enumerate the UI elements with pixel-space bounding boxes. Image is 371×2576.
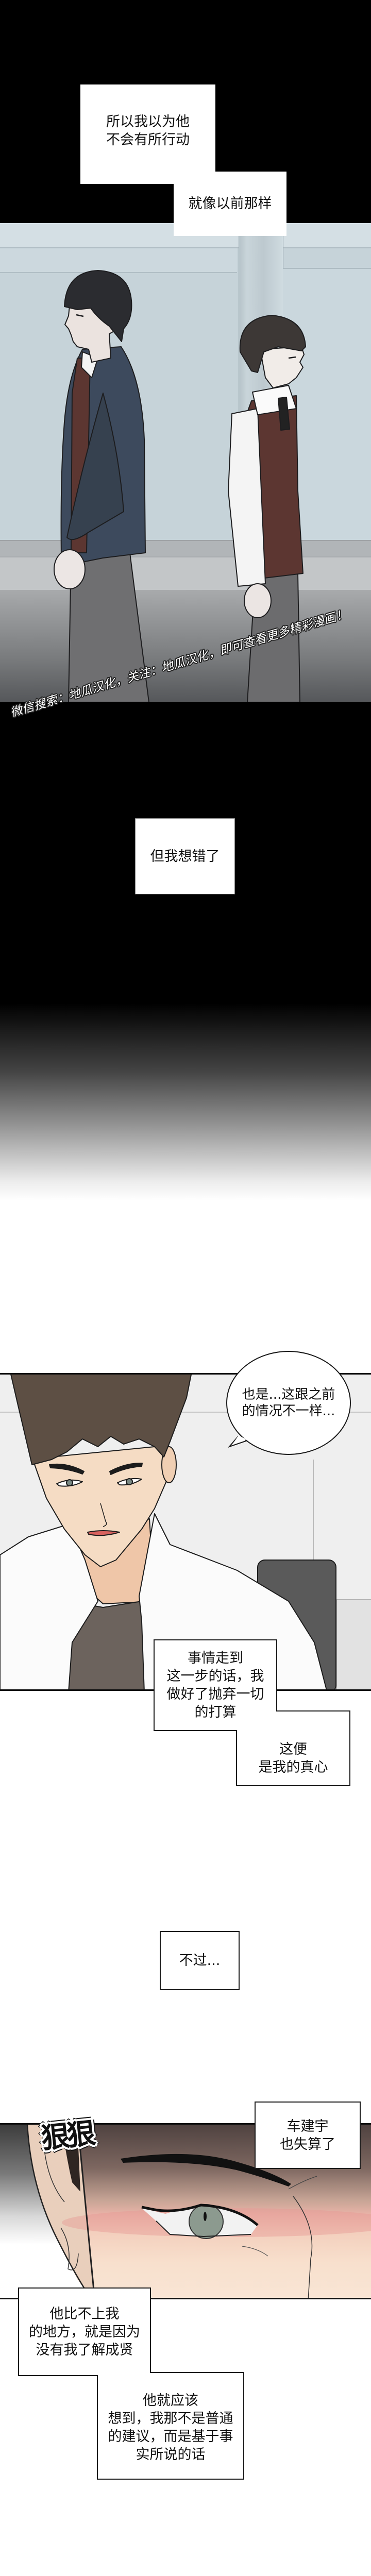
hair-by-ear	[62, 2125, 80, 2192]
narration-line: 做好了抛弃一切	[166, 1686, 264, 1702]
narration-box: 所以我以为他 不会有所行动	[80, 84, 215, 184]
speech-line: 的情况不一样...	[242, 1403, 335, 1419]
narration-box: 但我想错了	[135, 818, 235, 894]
students-illustration	[54, 270, 306, 702]
right-iris	[126, 1478, 133, 1485]
upper-eyelid	[141, 2204, 259, 2226]
narration-box: 这便 是我的真心	[237, 1731, 349, 1785]
narration-box: 车建宇 也失算了	[256, 2103, 360, 2168]
hallway-floor	[0, 590, 371, 702]
dark-hair	[239, 315, 306, 373]
narration-line: 但我想错了	[150, 848, 220, 865]
narration-box: 不过...	[161, 1932, 239, 1989]
narration-box: 就像以前那样	[174, 172, 286, 236]
blazer-sleeve	[66, 393, 124, 540]
lower-eyelid	[156, 2221, 251, 2238]
narration-line: 也失算了	[280, 2136, 335, 2153]
brown-hair	[10, 1375, 192, 1465]
narration-line: 的建议，而是基于事	[108, 2428, 233, 2445]
desk-monitor	[336, 1599, 371, 1689]
narration-line: 不过...	[179, 1953, 221, 1969]
bubble-tail-cover	[233, 1435, 246, 1444]
under-eye-line	[242, 2246, 268, 2257]
panel-brown-hair-man	[0, 1373, 371, 1691]
pupil	[204, 2212, 207, 2221]
sound-effect-text: 狠狠	[39, 2116, 95, 2156]
face-contour	[77, 2125, 95, 2298]
brow-crease	[288, 2176, 317, 2190]
ear-inner-line	[43, 2145, 79, 2270]
nose-line	[293, 2196, 313, 2298]
wall-edge	[313, 1460, 314, 1563]
speech-bubble: 也是...这跟之前 的情况不一样...	[229, 1351, 348, 1454]
narration-line: 的地方，就是因为	[29, 2324, 140, 2340]
narration-line: 想到，我那不是普通	[108, 2410, 233, 2427]
narration-box: 他就应该 想到，我那不是普通 的建议，而是基于事 实所说的话	[98, 2376, 243, 2479]
clenched-hand	[54, 549, 86, 589]
face-profile	[260, 346, 305, 388]
short-student-figure	[228, 315, 306, 702]
mouth	[87, 1530, 120, 1536]
nose	[100, 1503, 107, 1527]
narration-line: 他比不上我	[49, 2306, 120, 2322]
narration-line: 车建宇	[286, 2118, 329, 2134]
wall-line	[0, 1412, 371, 1413]
narration-line: 没有我了解成贤	[36, 2342, 133, 2358]
tall-student-figure	[54, 270, 149, 702]
narration-line: 不会有所行动	[106, 131, 190, 148]
dark-hair	[64, 270, 132, 342]
speech-line: 也是...这跟之前	[242, 1387, 335, 1402]
iris	[189, 2204, 224, 2239]
right-eyebrow	[109, 1462, 143, 1475]
eye-closeup-illustration	[26, 2125, 371, 2298]
narration-box: 他比不上我 的地方，就是因为 没有我了解成贤	[19, 2289, 150, 2375]
caption-merge-fill	[98, 2373, 150, 2377]
eye	[76, 314, 84, 317]
left-eyebrow	[49, 1463, 85, 1475]
ear-outline	[26, 2125, 92, 2298]
caption-merge-fill	[237, 1711, 349, 1732]
narration-line: 就像以前那样	[188, 196, 272, 212]
narration-line: 这便	[279, 1741, 307, 1757]
narration-line: 是我的真心	[258, 1759, 328, 1775]
left-iris	[66, 1479, 73, 1486]
eyebrow	[121, 2154, 291, 2187]
eye	[288, 356, 296, 359]
narration-box: 事情走到 这一步的话，我 做好了抛弃一切 的打算	[155, 1640, 276, 1730]
panel-hallway-students	[0, 223, 371, 702]
narration-line: 他就应该	[143, 2392, 198, 2409]
narration-line: 实所说的话	[136, 2446, 206, 2463]
narration-line: 所以我以为他	[106, 113, 190, 130]
narration-line: 的打算	[194, 1704, 237, 1720]
bubble-body	[226, 1351, 351, 1455]
narration-line: 事情走到	[188, 1650, 243, 1666]
black-fade-background	[0, 702, 371, 1200]
white-jacket-left	[0, 1523, 98, 1689]
narration-line: 这一步的话，我	[166, 1668, 264, 1684]
necktie	[278, 397, 290, 431]
ear	[161, 1446, 177, 1483]
wall-molding-band	[0, 248, 237, 273]
hand	[244, 583, 272, 618]
speech-bubble-shape	[226, 1351, 351, 1455]
